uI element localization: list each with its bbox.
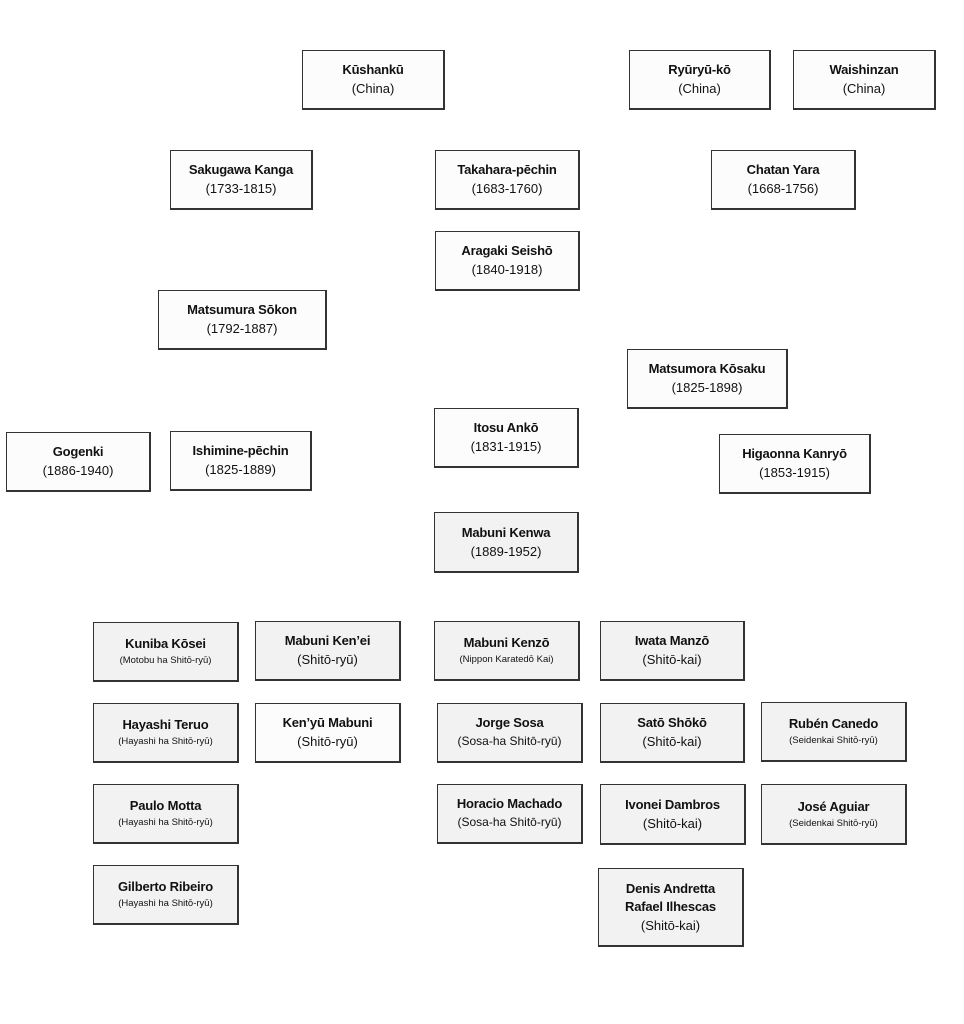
node-higaonna: Higaonna Kanryō (1853-1915) (719, 434, 871, 494)
node-name: Aragaki Seishō (461, 243, 553, 258)
node-name: Mabuni Kenzō (463, 635, 550, 650)
node-kenyu: Ken’yū Mabuni (Shitō-ryū) (255, 703, 401, 763)
node-sub: (Sosa-ha Shitō-ryū) (457, 815, 562, 829)
node-sub: (1792-1887) (206, 321, 278, 336)
node-chatan: Chatan Yara (1668-1756) (711, 150, 856, 210)
node-aragaki: Aragaki Seishō (1840-1918) (435, 231, 580, 291)
node-aguiar: José Aguiar (Seidenkai Shitō-ryū) (761, 784, 907, 845)
node-kushanku: Kūshankū (China) (302, 50, 445, 110)
node-sub: (Shitō-ryū) (297, 734, 358, 749)
node-name: Kuniba Kōsei (125, 636, 206, 651)
node-kenzo: Mabuni Kenzō (Nippon Karatedō Kai) (434, 621, 580, 681)
node-name: Denis Andretta (625, 880, 716, 896)
node-ribeiro: Gilberto Ribeiro (Hayashi ha Shitō-ryū) (93, 865, 239, 925)
node-name: Sakugawa Kanga (188, 162, 294, 177)
node-name: Jorge Sosa (475, 715, 544, 730)
node-sub: (1825-1898) (671, 380, 743, 395)
node-sub: (1886-1940) (42, 463, 114, 478)
node-iwata: Iwata Manzō (Shitō-kai) (600, 621, 745, 681)
node-name: Ryūryū-kō (668, 62, 731, 77)
node-sub: (Seidenkai Shitō-ryū) (789, 817, 878, 829)
node-matsumura: Matsumura Sōkon (1792-1887) (158, 290, 327, 350)
node-machado: Horacio Machado (Sosa-ha Shitō-ryū) (437, 784, 583, 844)
node-name: Horacio Machado (456, 796, 563, 811)
node-sub: (Shitō-kai) (640, 917, 701, 933)
node-name: Rubén Canedo (788, 716, 879, 731)
node-waishinzan: Waishinzan (China) (793, 50, 936, 110)
node-sub: (China) (842, 81, 886, 96)
node-sakugawa: Sakugawa Kanga (1733-1815) (170, 150, 313, 210)
node-name: Mabuni Kenwa (461, 524, 551, 540)
node-name: José Aguiar (797, 798, 870, 814)
node-name: Matsumora Kōsaku (648, 361, 766, 376)
node-itosu: Itosu Ankō (1831-1915) (434, 408, 579, 468)
node-sub: (Shitō-ryū) (297, 652, 358, 667)
node-matsumora: Matsumora Kōsaku (1825-1898) (627, 349, 788, 409)
node-sub: (Shitō-kai) (642, 815, 703, 831)
node-sub: (Hayashi ha Shitō-ryū) (118, 736, 213, 747)
node-sosa: Jorge Sosa (Sosa-ha Shitō-ryū) (437, 703, 583, 763)
node-sub: (Hayashi ha Shitō-ryū) (118, 817, 213, 828)
node-takahara: Takahara-pēchin (1683-1760) (435, 150, 580, 210)
node-sato: Satō Shōkō (Shitō-kai) (600, 703, 745, 763)
node-sub: (Shitō-kai) (642, 734, 702, 749)
node-name: Satō Shōkō (637, 715, 707, 730)
node-name: Waishinzan (829, 62, 899, 77)
node-name: Ishimine-pēchin (192, 443, 289, 458)
node-name: Iwata Manzō (634, 633, 710, 648)
node-kenwa: Mabuni Kenwa (1889-1952) (434, 512, 579, 573)
node-sub: (Shitō-kai) (642, 652, 702, 667)
node-name: Takahara-pēchin (457, 162, 557, 177)
node-name: Gogenki (52, 444, 104, 459)
node-name: Gilberto Ribeiro (117, 879, 214, 894)
node-ryuryuko: Ryūryū-kō (China) (629, 50, 771, 110)
node-ishimine: Ishimine-pēchin (1825-1889) (170, 431, 312, 491)
node-sub: (Seidenkai Shitō-ryū) (789, 735, 878, 746)
node-sub: (Hayashi ha Shitō-ryū) (118, 898, 213, 909)
node-kenei: Mabuni Ken’ei (Shitō-ryū) (255, 621, 401, 681)
node-sub: (China) (678, 81, 721, 96)
node-canedo: Rubén Canedo (Seidenkai Shitō-ryū) (761, 702, 907, 762)
node-motta: Paulo Motta (Hayashi ha Shitō-ryū) (93, 784, 239, 844)
node-sub: (1853-1915) (759, 465, 830, 480)
node-sub: (China) (351, 81, 395, 96)
node-name-2: Rafael Ilhescas (625, 898, 716, 914)
node-name: Ivonei Dambros (625, 796, 720, 812)
node-name: Mabuni Ken’ei (284, 633, 371, 648)
node-sub: (1733-1815) (205, 181, 277, 196)
node-gogenki: Gogenki (1886-1940) (6, 432, 151, 492)
node-sub: (Motobu ha Shitō-ryū) (119, 655, 212, 666)
node-hayashi: Hayashi Teruo (Hayashi ha Shitō-ryū) (93, 703, 239, 763)
node-sub: (Sosa-ha Shitō-ryū) (457, 734, 562, 748)
node-name: Chatan Yara (746, 162, 820, 177)
node-sub: (1668-1756) (747, 181, 819, 196)
node-name: Ken’yū Mabuni (282, 715, 373, 730)
node-name: Itosu Ankō (473, 420, 539, 435)
node-dambros: Ivonei Dambros (Shitō-kai) (600, 784, 746, 845)
node-name: Hayashi Teruo (122, 717, 209, 732)
node-sub: (1825-1889) (205, 462, 276, 477)
node-name: Matsumura Sōkon (187, 302, 297, 317)
node-name: Kūshankū (342, 62, 404, 77)
node-name: Higaonna Kanryō (742, 446, 847, 461)
node-sub: (1889-1952) (470, 543, 542, 559)
node-sub: (1683-1760) (471, 181, 543, 196)
node-sub: (1840-1918) (471, 262, 543, 277)
node-sub: (Nippon Karatedō Kai) (459, 654, 554, 665)
node-name: Paulo Motta (129, 798, 202, 813)
node-kuniba: Kuniba Kōsei (Motobu ha Shitō-ryū) (93, 622, 239, 682)
node-sub: (1831-1915) (470, 439, 542, 454)
